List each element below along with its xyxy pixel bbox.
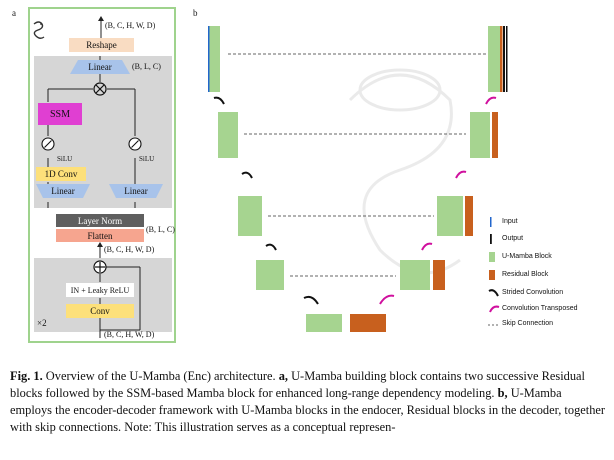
strided-conv-2 xyxy=(241,171,253,179)
legend-transposed-label: Convolution Transposed xyxy=(502,305,578,312)
legend: Input Output U-Mamba Block Residual Bloc… xyxy=(488,216,608,336)
reshape-label: Reshape xyxy=(86,40,117,50)
conv-box: Conv xyxy=(66,304,134,318)
strided-conv-1 xyxy=(213,96,225,105)
silu-right-label: SiLU xyxy=(139,155,155,163)
mamba-block-bg xyxy=(34,56,172,208)
legend-transposed-icon xyxy=(489,305,500,313)
in-relu-box: IN + Leaky ReLU xyxy=(66,283,134,297)
legend-skip-icon xyxy=(488,324,500,326)
blc-top-label: (B, L, C) xyxy=(132,62,161,71)
conv-transposed-4 xyxy=(379,294,395,305)
strided-conv-4 xyxy=(303,295,319,305)
bottom-shape-label: (B, C, H, W, D) xyxy=(104,330,155,339)
output-box xyxy=(488,26,500,92)
conv1d-label: 1D Conv xyxy=(44,169,78,179)
flatten-label: Flatten xyxy=(87,230,113,241)
conv-transposed-2 xyxy=(455,170,467,179)
linear-right-label: Linear xyxy=(124,186,148,196)
snake-logo-icon xyxy=(33,21,45,39)
legend-strided-label: Strided Convolution xyxy=(502,289,564,296)
linear-left-shape xyxy=(36,184,90,198)
strided-conv-3 xyxy=(265,243,277,251)
layer-norm-label: Layer Norm xyxy=(77,215,123,226)
in-relu-label: IN + Leaky ReLU xyxy=(70,285,130,295)
legend-umamba-icon xyxy=(489,252,495,262)
legend-residual-label: Residual Block xyxy=(502,271,549,278)
figure-caption: Fig. 1. Overview of the U-Mamba (Enc) ar… xyxy=(10,368,606,436)
top-shape-label: (B, C, H, W, D) xyxy=(105,21,156,30)
input-box xyxy=(208,26,220,92)
multiply-icon xyxy=(93,82,107,96)
caption-text-3: U-Mamba employs the encoder-decoder fram… xyxy=(10,386,606,434)
legend-residual-icon xyxy=(489,270,495,280)
linear-top-label: Linear xyxy=(88,62,112,72)
silu-left-icon xyxy=(41,137,55,151)
linear-left-label: Linear xyxy=(51,186,75,196)
legend-input-label: Input xyxy=(502,218,518,225)
caption-a-label: a, xyxy=(278,369,289,383)
linear-top-shape xyxy=(70,60,130,74)
legend-skip-label: Skip Connection xyxy=(502,320,553,327)
legend-input-icon xyxy=(490,217,492,227)
flatten-box: Flatten xyxy=(56,229,144,242)
x2-label: ×2 xyxy=(37,318,47,328)
caption-text-1: Overview of the U-Mamba (Enc) architectu… xyxy=(42,369,279,383)
mid-shape-label: (B, C, H, W, D) xyxy=(104,245,155,254)
panel-a-frame xyxy=(28,7,176,343)
watermark-snake xyxy=(348,68,461,275)
ssm-box: SSM xyxy=(38,103,82,125)
add-icon xyxy=(93,260,107,274)
reshape-box: Reshape xyxy=(69,38,134,52)
conv-label: Conv xyxy=(90,306,110,316)
conv-transposed-1 xyxy=(485,96,497,105)
conv1d-box: 1D Conv xyxy=(36,167,86,181)
legend-strided-icon xyxy=(488,289,499,297)
silu-left-label: SiLU xyxy=(57,155,73,163)
unet-diagram xyxy=(208,26,508,332)
silu-right-icon xyxy=(128,137,142,151)
residual-connectors xyxy=(99,266,141,338)
legend-output-icon xyxy=(490,234,492,244)
top-output-arrow xyxy=(98,16,104,40)
bottleneck-orange xyxy=(350,314,386,332)
panel-b-label: b xyxy=(193,8,198,18)
layer-norm-box: Layer Norm xyxy=(56,214,144,227)
conv-transposed-3 xyxy=(421,242,433,251)
legend-umamba-label: U-Mamba Block xyxy=(502,253,552,260)
caption-fig-label: Fig. 1. xyxy=(10,369,43,383)
blc-mid-label: (B, L, C) xyxy=(146,225,175,234)
caption-text-2: U-Mamba building block contains two succ… xyxy=(10,369,585,400)
linear-right-shape xyxy=(109,184,163,198)
caption-b-label: b, xyxy=(497,386,508,400)
ssm-label: SSM xyxy=(49,108,70,120)
panel-a-label: a xyxy=(12,8,16,18)
bottleneck-green xyxy=(306,314,342,332)
legend-output-label: Output xyxy=(502,235,524,242)
